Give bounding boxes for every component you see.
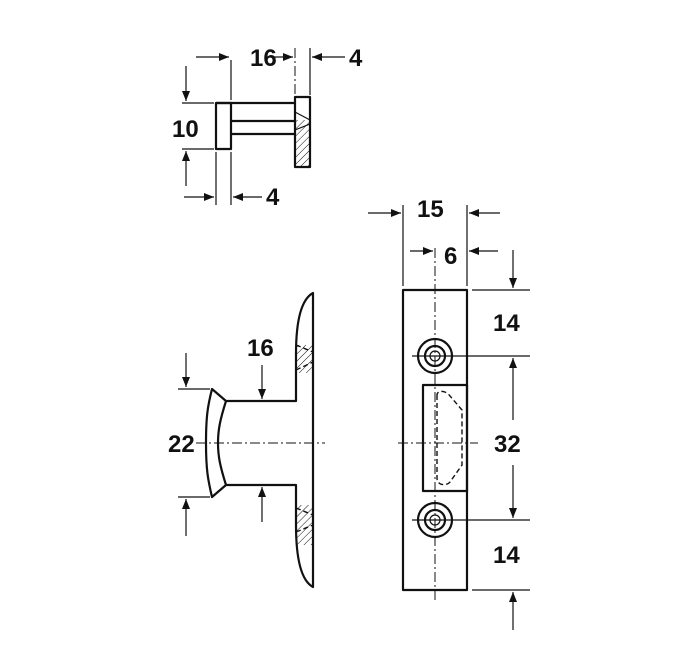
dim-front-width: 15 (417, 196, 444, 223)
dim-top-width: 16 (250, 45, 277, 72)
dim-front-top: 14 (493, 310, 520, 337)
front-view: 15 6 14 32 14 (368, 196, 530, 630)
top-view-plate (216, 95, 312, 169)
top-view-knob-head (214, 101, 233, 151)
dim-front-inner: 6 (444, 243, 457, 270)
top-view: 16 4 10 4 (172, 45, 363, 211)
dim-side-neck: 16 (247, 335, 274, 362)
dim-top-height: 10 (172, 116, 199, 143)
dim-top-bottom: 4 (266, 184, 280, 211)
dim-front-bottom: 14 (493, 542, 520, 569)
dim-top-right: 4 (349, 45, 363, 72)
side-view: 16 22 (168, 291, 325, 589)
dim-front-pitch: 32 (494, 431, 521, 458)
front-view-slot (421, 383, 469, 493)
dim-side-height: 22 (168, 431, 195, 458)
